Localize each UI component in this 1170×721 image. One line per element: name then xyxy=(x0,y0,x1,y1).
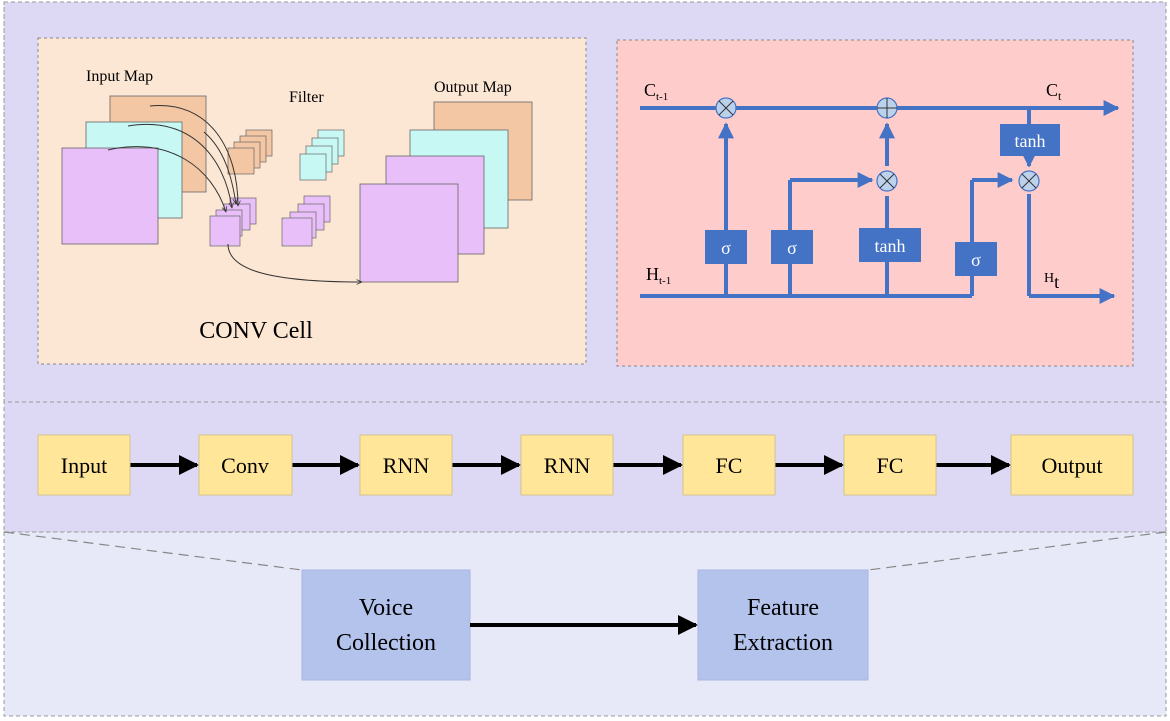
candidate-gate-label: tanh xyxy=(875,236,906,256)
voice-collection-label-1: Voice xyxy=(359,595,413,621)
lstm-cell-panel: σ σ tanh σ tanh Ct-1 xyxy=(616,39,1134,367)
conv-cell-panel: Input Map Filter Output Map CONV Cell xyxy=(37,37,587,365)
stage-conv-label: Conv xyxy=(221,453,269,478)
filter-block xyxy=(281,217,313,247)
feature-extraction-label-2: Extraction xyxy=(733,630,833,656)
voice-collection-label-2: Collection xyxy=(336,630,436,656)
stage-fc-1 xyxy=(682,434,776,496)
feature-extraction-label-1: Feature xyxy=(747,595,819,621)
forget-gate-label: σ xyxy=(721,238,731,258)
input-map-label: Input Map xyxy=(86,68,153,85)
zoom-guide-right xyxy=(867,531,1167,571)
voice-collection-box xyxy=(301,569,471,681)
stage-fc-1-label: FC xyxy=(716,453,743,478)
multiply-icon xyxy=(715,97,737,119)
output-gate xyxy=(955,242,997,276)
output-tanh-label: tanh xyxy=(1015,131,1046,151)
input-gate-label: σ xyxy=(787,238,797,258)
forget-gate xyxy=(705,230,747,264)
conv-cell-title: CONV Cell xyxy=(199,318,313,344)
filter-label: Filter xyxy=(289,89,324,106)
stage-input-label: Input xyxy=(61,453,107,478)
input-gate xyxy=(771,230,813,264)
h-prev-label: Ht-1 xyxy=(646,264,671,287)
detail-panel-border xyxy=(3,1,1167,403)
stage-rnn-1-label: RNN xyxy=(383,453,430,478)
c-prev-label: Ct-1 xyxy=(644,80,668,103)
stage-input xyxy=(37,434,131,496)
stage-rnn-1 xyxy=(359,434,453,496)
feature-extraction-box xyxy=(697,569,869,681)
add-icon xyxy=(876,97,898,119)
output-gate-label: σ xyxy=(971,250,981,270)
stage-rnn-2 xyxy=(520,434,614,496)
input-map-layer xyxy=(61,147,159,245)
preprocess-row: Voice Collection Feature Extraction xyxy=(301,569,869,681)
multiply-icon xyxy=(876,170,898,192)
filter-block xyxy=(299,153,327,181)
candidate-gate xyxy=(859,228,921,262)
output-tanh-box xyxy=(1000,124,1060,156)
stage-output-label: Output xyxy=(1041,453,1102,478)
stage-conv xyxy=(198,434,293,496)
c-out-label: Ct xyxy=(1046,80,1062,103)
output-map-label: Output Map xyxy=(434,79,512,96)
stage-fc-2 xyxy=(843,434,937,496)
output-map-layer xyxy=(359,183,459,283)
pipeline-row: Input Conv RNN RNN FC FC Output xyxy=(37,434,1134,496)
h-out-label: Ht xyxy=(1044,271,1059,292)
zoom-guide-left xyxy=(3,531,303,571)
stage-fc-2-label: FC xyxy=(877,453,904,478)
multiply-icon xyxy=(1018,170,1040,192)
stage-output xyxy=(1010,434,1134,496)
stage-rnn-2-label: RNN xyxy=(544,453,591,478)
